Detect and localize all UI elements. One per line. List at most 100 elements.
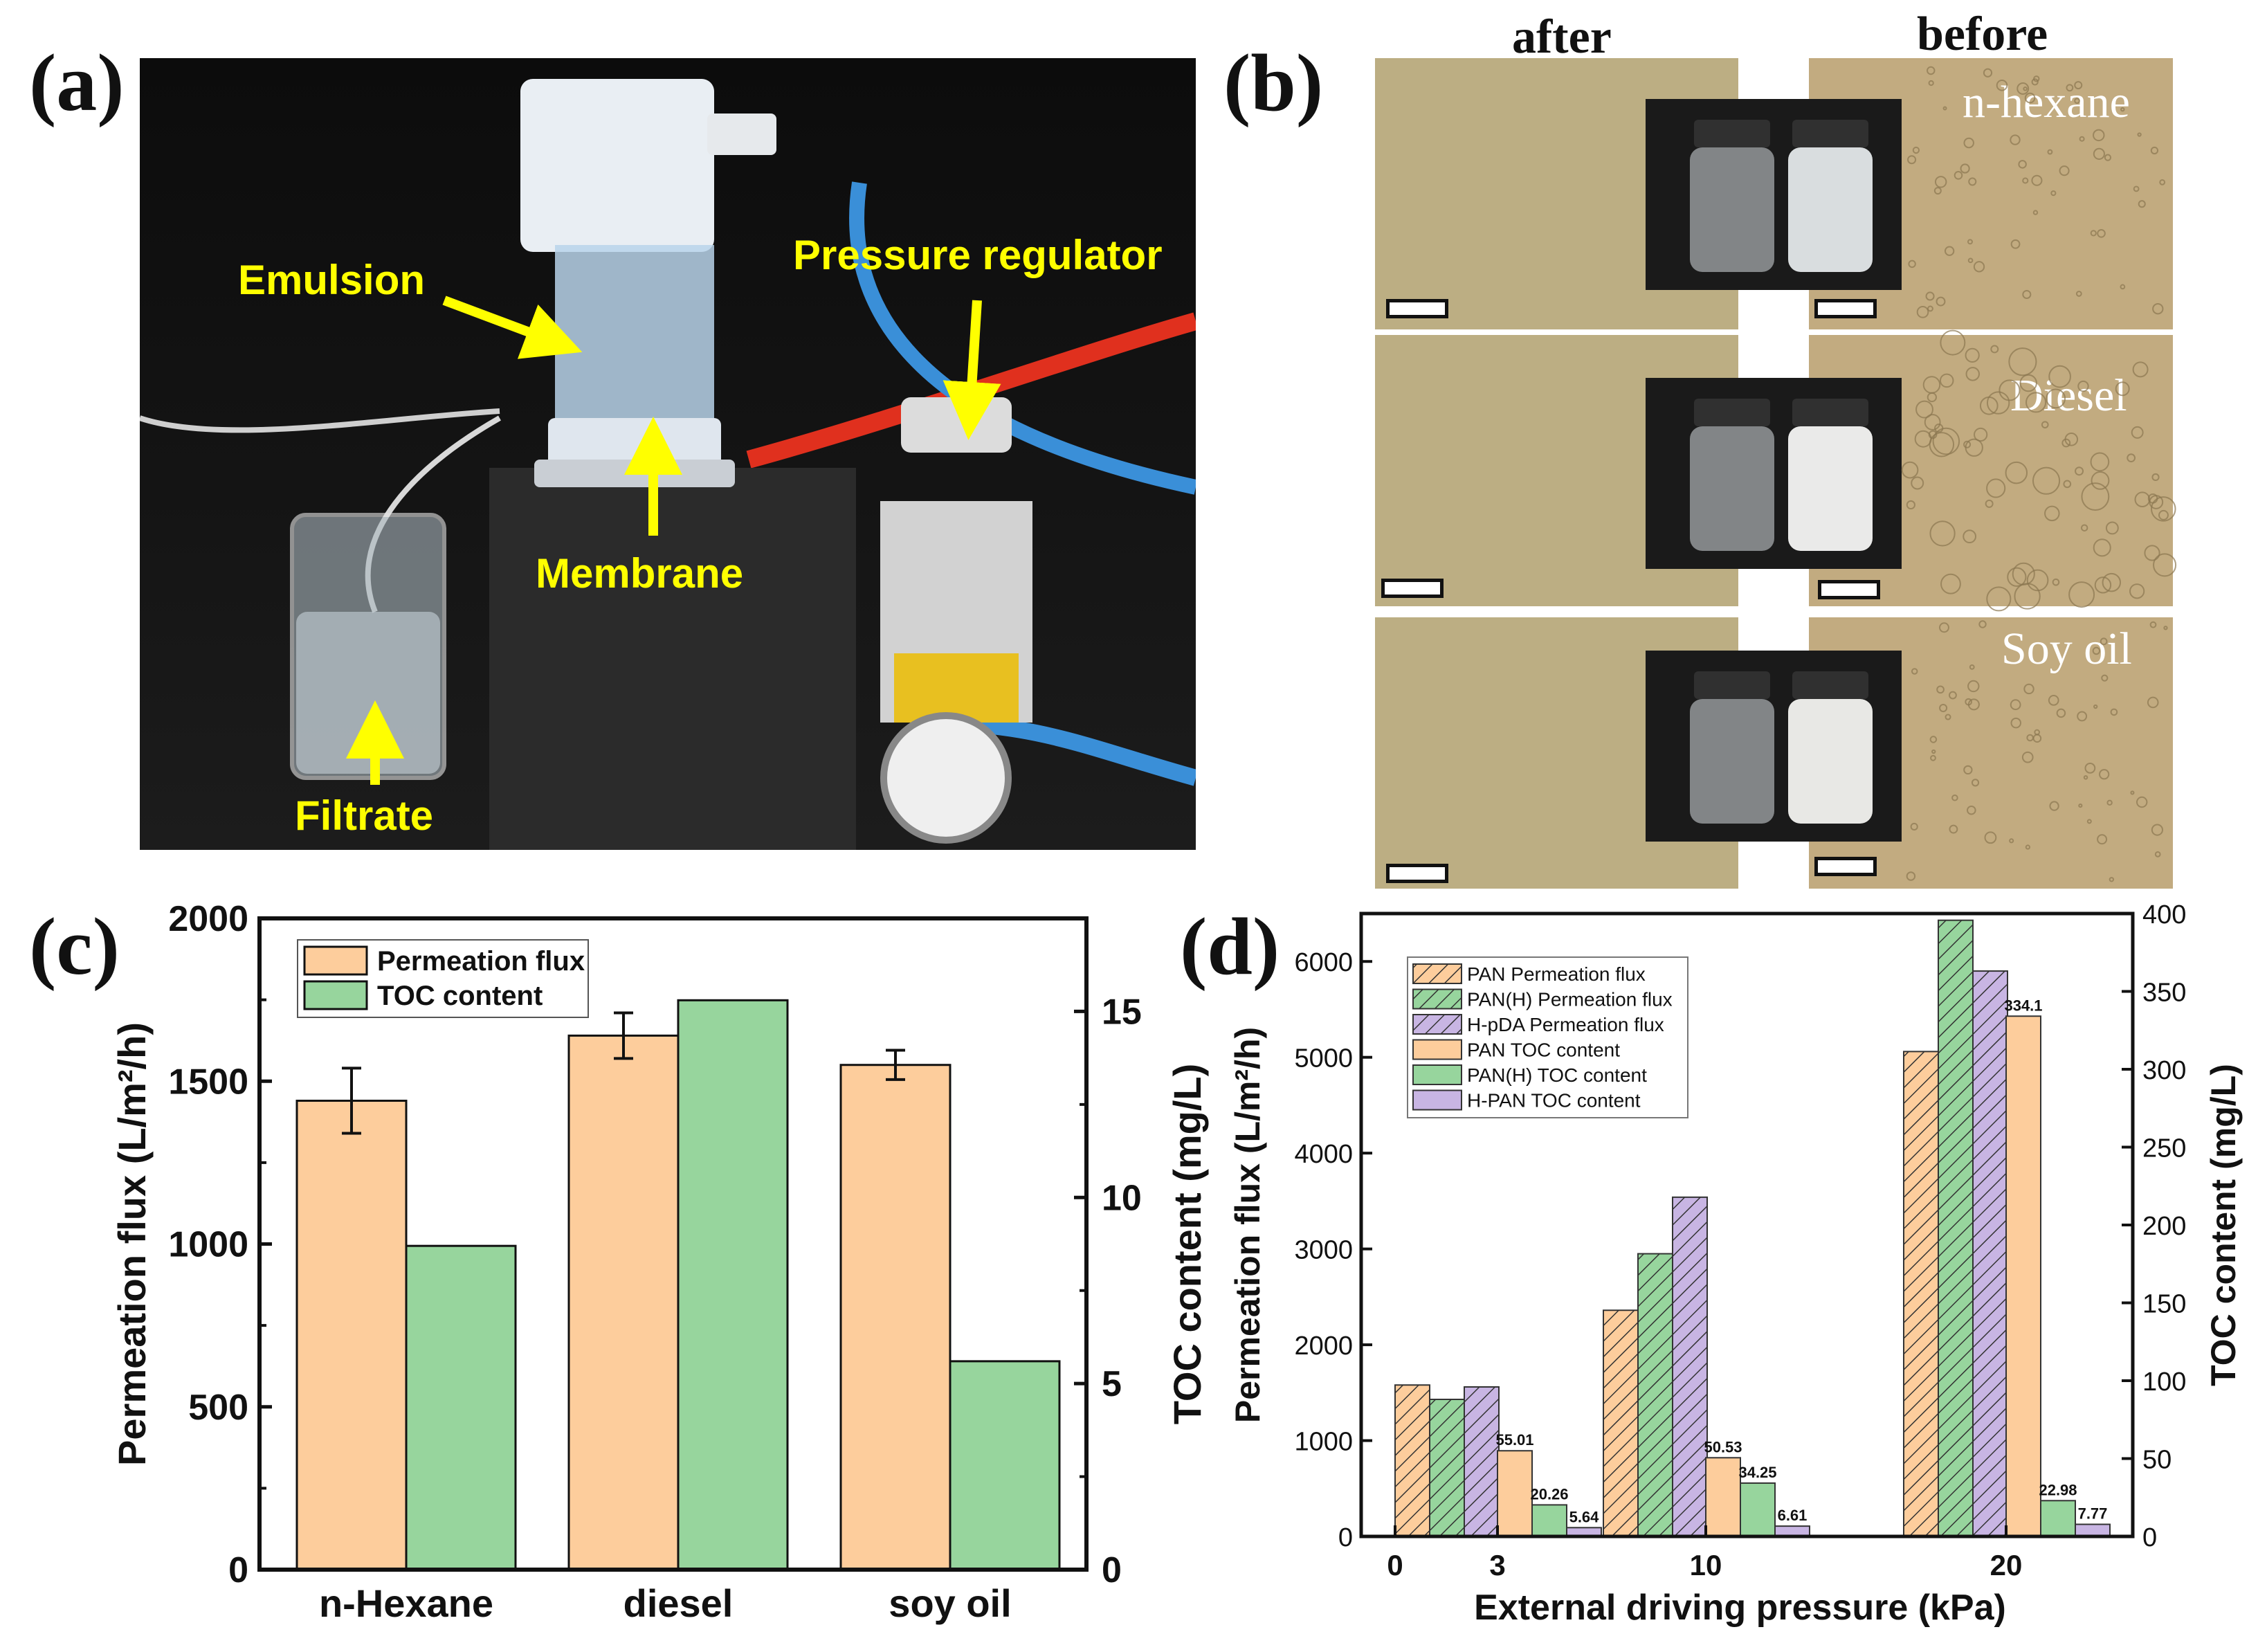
pressure-regulator-label: Pressure regulator bbox=[793, 232, 1163, 278]
bar-pan-flux bbox=[1603, 1309, 1639, 1537]
x-tick-label: soy oil bbox=[889, 1581, 1011, 1625]
x-tick-label: 10 bbox=[1690, 1549, 1722, 1581]
bar-pan-flux bbox=[1394, 1384, 1430, 1537]
y-tick-label-right: 0 bbox=[2142, 1523, 2157, 1552]
toc-data-label: 5.64 bbox=[1569, 1508, 1600, 1525]
y-tick-label-right: 15 bbox=[1102, 992, 1142, 1032]
legend-label: H-PAN TOC content bbox=[1467, 1090, 1641, 1111]
y-tick-label-right: 50 bbox=[2142, 1446, 2172, 1475]
y-tick-label-left: 1500 bbox=[168, 1062, 248, 1102]
legend-label: PAN Permeation flux bbox=[1467, 963, 1646, 985]
y-tick-label-left: 3000 bbox=[1294, 1236, 1353, 1265]
bar-panh-toc bbox=[1531, 1504, 1567, 1538]
y-tick-label-left: 4000 bbox=[1294, 1140, 1353, 1169]
panel-label-c: (c) bbox=[29, 901, 120, 992]
column-header-after: after bbox=[1512, 10, 1612, 64]
bar-panh-toc bbox=[1740, 1482, 1776, 1537]
panel-label-b: (b) bbox=[1223, 37, 1324, 128]
bar-hpda-flux bbox=[1464, 1386, 1500, 1537]
bar-panh-flux bbox=[1637, 1253, 1673, 1537]
setup-illustration bbox=[140, 79, 1196, 850]
y-tick-label-left: 0 bbox=[228, 1550, 248, 1590]
annotation-arrows bbox=[346, 296, 1001, 785]
y-axis-label-left: Permeation flux (L/m²/h) bbox=[1228, 1027, 1267, 1423]
x-axis-label: External driving pressure (kPa) bbox=[1474, 1588, 2006, 1628]
bar-panh-flux bbox=[1429, 1399, 1465, 1537]
scale-bar bbox=[1386, 864, 1448, 883]
bar-hpda-flux bbox=[1672, 1196, 1708, 1538]
y-tick-label-right: 250 bbox=[2142, 1134, 2186, 1163]
bar-toc-content bbox=[677, 999, 789, 1571]
y-axis-label-left: Permeation flux (L/m²/h) bbox=[110, 1022, 154, 1466]
legend-label: TOC content bbox=[377, 981, 543, 1011]
membrane-label: Membrane bbox=[536, 550, 744, 597]
scale-bar bbox=[1818, 580, 1880, 599]
bar-pan-flux bbox=[1903, 1051, 1939, 1537]
legend-label: PAN(H) Permeation flux bbox=[1467, 989, 1673, 1010]
y-axis-label-right: TOC content (mg/L) bbox=[2204, 1064, 2243, 1386]
oil-name-n-hexane: n-hexane bbox=[1963, 77, 2130, 127]
y-tick-label-left: 0 bbox=[1338, 1523, 1353, 1552]
x-tick-label: n-Hexane bbox=[319, 1581, 493, 1625]
y-tick-label-right: 100 bbox=[2142, 1368, 2186, 1397]
y-tick-label-right: 10 bbox=[1102, 1178, 1142, 1218]
filtrate-label: Filtrate bbox=[295, 792, 434, 839]
toc-data-label: 7.77 bbox=[2078, 1505, 2108, 1523]
bar-permeation-flux bbox=[567, 1034, 680, 1571]
y-tick-label-left: 2000 bbox=[168, 899, 248, 939]
emulsion-label: Emulsion bbox=[238, 257, 426, 303]
bar-panh-flux bbox=[1938, 919, 1974, 1537]
y-tick-label-left: 6000 bbox=[1294, 948, 1353, 977]
bar-toc-content bbox=[949, 1360, 1061, 1571]
y-tick-label-left: 2000 bbox=[1294, 1332, 1353, 1361]
legend-label: H-pDA Permeation flux bbox=[1467, 1014, 1664, 1035]
x-tick-label: 20 bbox=[1990, 1549, 2023, 1581]
legend-swatch bbox=[303, 945, 368, 976]
legend-swatch bbox=[1412, 1089, 1462, 1111]
scale-bar bbox=[1814, 299, 1877, 318]
oil-name-soy-oil: Soy oil bbox=[2001, 624, 2132, 674]
toc-data-label: 50.53 bbox=[1704, 1438, 1742, 1455]
toc-data-label: 6.61 bbox=[1778, 1507, 1808, 1524]
bar-toc-content bbox=[405, 1244, 517, 1571]
toc-data-label: 334.1 bbox=[2004, 997, 2042, 1014]
bar-pan-toc bbox=[1705, 1457, 1741, 1538]
scale-bar bbox=[1814, 857, 1877, 876]
y-tick-label-right: 5 bbox=[1102, 1364, 1122, 1404]
toc-data-label: 55.01 bbox=[1495, 1431, 1533, 1449]
toc-data-label: 20.26 bbox=[1530, 1485, 1568, 1503]
legend-swatch bbox=[1412, 963, 1462, 984]
panel-label-d: (d) bbox=[1180, 901, 1280, 992]
legend-swatch bbox=[303, 980, 368, 1010]
y-tick-label-left: 5000 bbox=[1294, 1044, 1353, 1073]
y-tick-label-left: 500 bbox=[188, 1388, 248, 1428]
scale-bar bbox=[1386, 299, 1448, 318]
y-tick-label-right: 300 bbox=[2142, 1056, 2186, 1085]
setup-photo: Emulsion Pressure regulator Membrane Fil… bbox=[140, 58, 1196, 850]
panel-label-a: (a) bbox=[29, 37, 125, 128]
legend-swatch bbox=[1412, 1014, 1462, 1035]
y-tick-label-right: 150 bbox=[2142, 1290, 2186, 1319]
x-tick-label: 0 bbox=[1387, 1549, 1403, 1581]
legend-label: PAN TOC content bbox=[1467, 1040, 1620, 1061]
bar-hpan-toc bbox=[2075, 1523, 2111, 1538]
y-tick-label-left: 1000 bbox=[168, 1225, 248, 1265]
bar-permeation-flux bbox=[295, 1099, 408, 1571]
scale-bar bbox=[1381, 579, 1444, 598]
bar-panh-toc bbox=[2040, 1500, 2076, 1537]
x-tick-label: 3 bbox=[1489, 1549, 1505, 1581]
toc-data-label: 34.25 bbox=[1738, 1464, 1776, 1481]
y-tick-label-right: 400 bbox=[2142, 900, 2186, 929]
legend-label: Permeation flux bbox=[377, 946, 585, 977]
y-tick-label-right: 200 bbox=[2142, 1212, 2186, 1241]
y-tick-label-right: 0 bbox=[1102, 1550, 1122, 1590]
y-tick-label-left: 1000 bbox=[1294, 1428, 1353, 1457]
bar-hpda-flux bbox=[1972, 970, 2008, 1537]
toc-data-label: 22.98 bbox=[2039, 1481, 2077, 1498]
legend-swatch bbox=[1412, 1064, 1462, 1085]
legend-swatch bbox=[1412, 988, 1462, 1010]
column-header-before: before bbox=[1917, 8, 2048, 61]
y-tick-label-right: 350 bbox=[2142, 979, 2186, 1008]
